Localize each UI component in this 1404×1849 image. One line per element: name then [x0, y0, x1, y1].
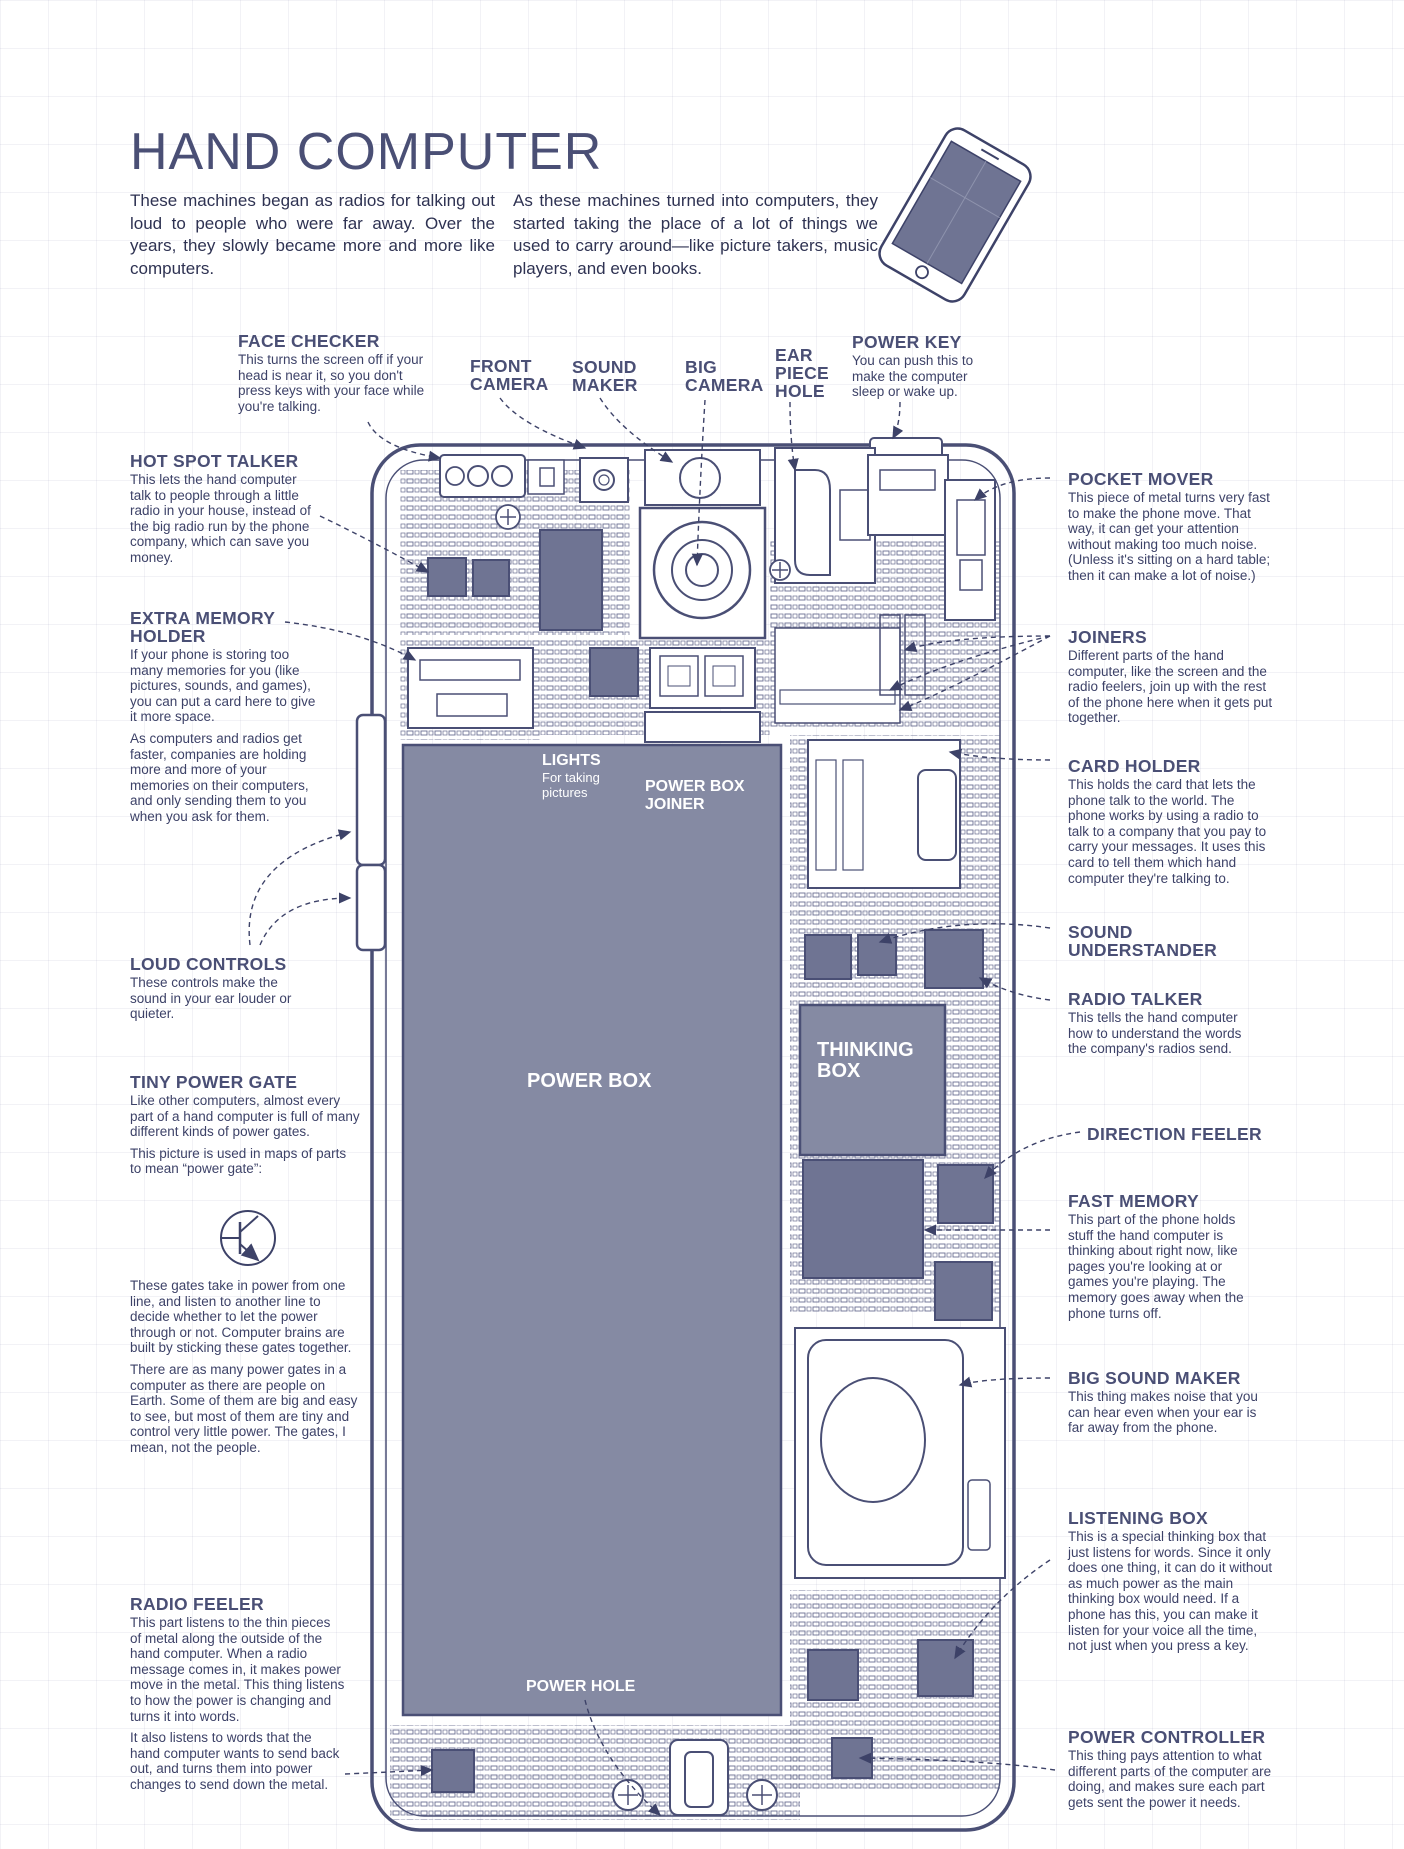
direction-feeler-title: DIRECTION FEELER [1087, 1124, 1262, 1144]
face-checker-desc: This turns the screen off if your head i… [238, 352, 425, 414]
direction-feeler-callout: DIRECTION FEELER [1087, 1125, 1287, 1143]
tiny-power-gate-callout: TINY POWER GATE Like other computers, al… [130, 1073, 360, 1177]
joiners-desc: Different parts of the hand computer, li… [1068, 648, 1273, 726]
front-camera-title: FRONT CAMERA [470, 356, 549, 394]
intro-right: As these machines turned into computers,… [513, 191, 878, 278]
radio-feeler-title: RADIO FEELER [130, 1594, 264, 1614]
tiny-power-gate-desc-4: There are as many power gates in a compu… [130, 1361, 358, 1455]
face-checker-callout: FACE CHECKER This turns the screen off i… [238, 332, 428, 414]
card-holder-callout: CARD HOLDER This holds the card that let… [1068, 757, 1273, 886]
power-controller-callout: POWER CONTROLLER This thing pays attenti… [1068, 1728, 1273, 1810]
ear-piece-hole-title: EAR PIECE HOLE [775, 345, 830, 401]
fast-memory-desc: This part of the phone holds stuff the h… [1068, 1212, 1244, 1321]
extra-memory-holder-title: EXTRA MEMORY HOLDER [130, 608, 275, 646]
big-sound-maker-callout: BIG SOUND MAKER This thing makes noise t… [1068, 1369, 1273, 1436]
pocket-mover-callout: POCKET MOVER This piece of metal turns v… [1068, 470, 1278, 584]
radio-feeler-desc: This part listens to the thin pieces of … [130, 1615, 345, 1724]
radio-talker-title: RADIO TALKER [1068, 989, 1203, 1009]
power-box-label: POWER BOX [527, 1070, 652, 1092]
joiners-title: JOINERS [1068, 627, 1147, 647]
face-checker-title: FACE CHECKER [238, 331, 380, 351]
radio-talker-desc: This tells the hand computer how to unde… [1068, 1010, 1242, 1057]
lights-label: LIGHTS For taking pictures [542, 752, 601, 800]
big-camera-callout: BIG CAMERA [685, 358, 770, 394]
power-key-desc: You can push this to make the computer s… [852, 353, 974, 400]
intro-left: These machines began as radios for talki… [130, 191, 495, 278]
sound-understander-callout: SOUND UNDERSTANDER [1068, 923, 1218, 959]
power-box-shape [401, 743, 783, 1717]
pocket-mover-desc: This piece of metal turns very fast to m… [1068, 490, 1271, 583]
sound-maker-callout: SOUND MAKER [572, 358, 652, 394]
phone-board [355, 437, 1016, 1832]
power-box-joiner-label: POWER BOX JOINER [645, 778, 745, 813]
ear-piece-hole-callout: EAR PIECE HOLE [775, 346, 835, 400]
hot-spot-talker-desc: This lets the hand computer talk to peop… [130, 472, 311, 565]
sound-understander-title: SOUND UNDERSTANDER [1068, 922, 1218, 960]
card-holder-desc: This holds the card that lets the phone … [1068, 777, 1267, 886]
leader-lines [248, 397, 1081, 1816]
phone-illustration [878, 127, 1032, 303]
power-controller-desc: This thing pays attention to what differ… [1068, 1748, 1272, 1810]
fast-memory-callout: FAST MEMORY This part of the phone holds… [1068, 1192, 1263, 1321]
hot-spot-talker-callout: HOT SPOT TALKER This lets the hand compu… [130, 452, 320, 566]
thinking-box-shape [798, 1003, 947, 1157]
power-key-callout: POWER KEY You can push this to make the … [852, 333, 1002, 400]
sound-maker-title: SOUND MAKER [572, 357, 638, 395]
front-camera-callout: FRONT CAMERA [470, 357, 560, 393]
extra-memory-holder-desc-2: As computers and radios get faster, comp… [130, 730, 309, 824]
big-sound-maker-title: BIG SOUND MAKER [1068, 1368, 1241, 1388]
tiny-power-gate-title: TINY POWER GATE [130, 1072, 298, 1092]
pocket-mover-title: POCKET MOVER [1068, 469, 1214, 489]
loud-controls-callout: LOUD CONTROLS These controls make the so… [130, 955, 295, 1022]
tiny-power-gate-callout-2: These gates take in power from one line,… [130, 1276, 360, 1456]
power-gate-symbol [220, 1210, 276, 1266]
page-title: HAND COMPUTER [130, 123, 603, 181]
extra-memory-holder-desc: If your phone is storing too many memori… [130, 647, 316, 725]
radio-feeler-callout: RADIO FEELER This part listens to the th… [130, 1595, 345, 1793]
power-hole-label: POWER HOLE [526, 1678, 636, 1695]
radio-feeler-desc-2: It also listens to words that the hand c… [130, 1730, 340, 1792]
tiny-power-gate-desc-2: This picture is used in maps of parts to… [130, 1145, 347, 1177]
thinking-box-label: THINKING BOX [817, 1039, 914, 1082]
hot-spot-talker-title: HOT SPOT TALKER [130, 451, 299, 471]
big-sound-maker-desc: This thing makes noise that you can hear… [1068, 1389, 1258, 1436]
loud-controls-title: LOUD CONTROLS [130, 954, 287, 974]
joiners-callout: JOINERS Different parts of the hand comp… [1068, 628, 1273, 726]
fast-memory-title: FAST MEMORY [1068, 1191, 1199, 1211]
loud-controls-desc: These controls make the sound in your ea… [130, 975, 292, 1022]
listening-box-title: LISTENING BOX [1068, 1508, 1209, 1528]
extra-memory-holder-callout: EXTRA MEMORY HOLDER If your phone is sto… [130, 609, 320, 825]
big-camera-title: BIG CAMERA [685, 357, 764, 395]
tiny-power-gate-desc: Like other computers, almost every part … [130, 1093, 360, 1140]
card-holder-title: CARD HOLDER [1068, 756, 1201, 776]
radio-talker-callout: RADIO TALKER This tells the hand compute… [1068, 990, 1243, 1057]
power-key-title: POWER KEY [852, 332, 962, 352]
listening-box-desc: This is a special thinking box that just… [1068, 1529, 1273, 1654]
tiny-power-gate-desc-3: These gates take in power from one line,… [130, 1278, 352, 1356]
listening-box-callout: LISTENING BOX This is a special thinking… [1068, 1509, 1273, 1654]
power-controller-title: POWER CONTROLLER [1068, 1727, 1266, 1747]
